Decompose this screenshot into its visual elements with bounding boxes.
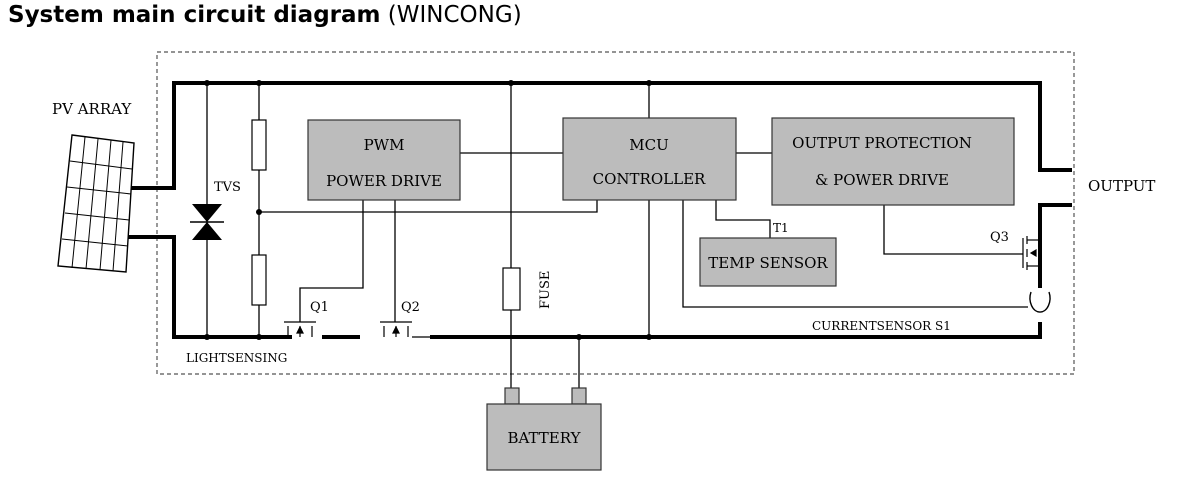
junction-dot (204, 80, 210, 86)
battery-negative-terminal (571, 387, 587, 405)
positive-rail (124, 81, 1072, 190)
fuse-icon (502, 267, 521, 311)
current-sensor-label: CURRENTSENSOR S1 (812, 319, 951, 333)
junction-dot (256, 80, 262, 86)
resistor-bottom (251, 254, 267, 306)
q1-label: Q1 (310, 300, 329, 315)
mcu-label-line1: MCU (629, 136, 668, 154)
q2-label: Q2 (401, 300, 420, 315)
q3-label: Q3 (990, 230, 1009, 245)
pv-array-label: PV ARRAY (52, 100, 132, 118)
output-protection-label-line2: & POWER DRIVE (815, 171, 949, 189)
controller-enclosure (156, 51, 1075, 375)
battery-label: BATTERY (507, 429, 581, 447)
output-protection-block (771, 117, 1015, 206)
junction-dot (256, 334, 262, 340)
negative-rail-left (124, 235, 292, 339)
diagram-title-sub: (WINCONG) (387, 2, 522, 28)
light-sensing-label: LIGHTSENSING (186, 351, 287, 365)
battery-block (486, 403, 602, 471)
output-protection-label-line1: OUTPUT PROTECTION (792, 134, 972, 152)
diagram-title-main: System main circuit diagram (8, 2, 381, 28)
junction-dot (508, 80, 514, 86)
junction-dot (576, 334, 582, 340)
fuse-label: FUSE (538, 271, 553, 309)
junction-dot (646, 80, 652, 86)
junction-dots (204, 80, 652, 340)
diagram-title: System main circuit diagram (WINCONG) (8, 2, 522, 28)
pwm-label-line1: PWM (364, 136, 405, 154)
current-sensor-wire (682, 200, 1028, 308)
battery-positive-terminal (504, 387, 520, 405)
mcu-controller-block (562, 117, 737, 201)
mcu-label-line2: CONTROLLER (593, 170, 706, 188)
output-label: OUTPUT (1088, 177, 1155, 195)
current-sensor-loop-icon (1029, 291, 1051, 313)
tvs-label: TVS (214, 180, 241, 195)
pwm-label-line2: POWER DRIVE (326, 172, 442, 190)
temp-sensor-block (699, 237, 837, 287)
negative-rail-right (430, 322, 1042, 339)
output-negative-rail (1038, 203, 1072, 288)
temp-sensor-wire (715, 200, 771, 238)
junction-dot (256, 209, 262, 215)
resistor-top (251, 119, 267, 171)
tvs-diode-icon (190, 204, 224, 240)
q3-gate-wire (883, 205, 1023, 255)
main-rails (124, 81, 1072, 339)
light-sense-wire (259, 200, 598, 213)
pv-panel-icon (57, 134, 135, 273)
junction-dot (646, 334, 652, 340)
temp-sensor-label: TEMP SENSOR (708, 254, 828, 272)
junction-dot (204, 334, 210, 340)
t1-label: T1 (773, 221, 789, 235)
mosfet-q1-icon (284, 321, 316, 337)
mosfet-q3-icon (1022, 236, 1040, 270)
mosfet-q2-icon (380, 321, 430, 338)
pwm-power-drive-block (307, 119, 461, 201)
pwm-q1-gate-wire (299, 200, 364, 322)
